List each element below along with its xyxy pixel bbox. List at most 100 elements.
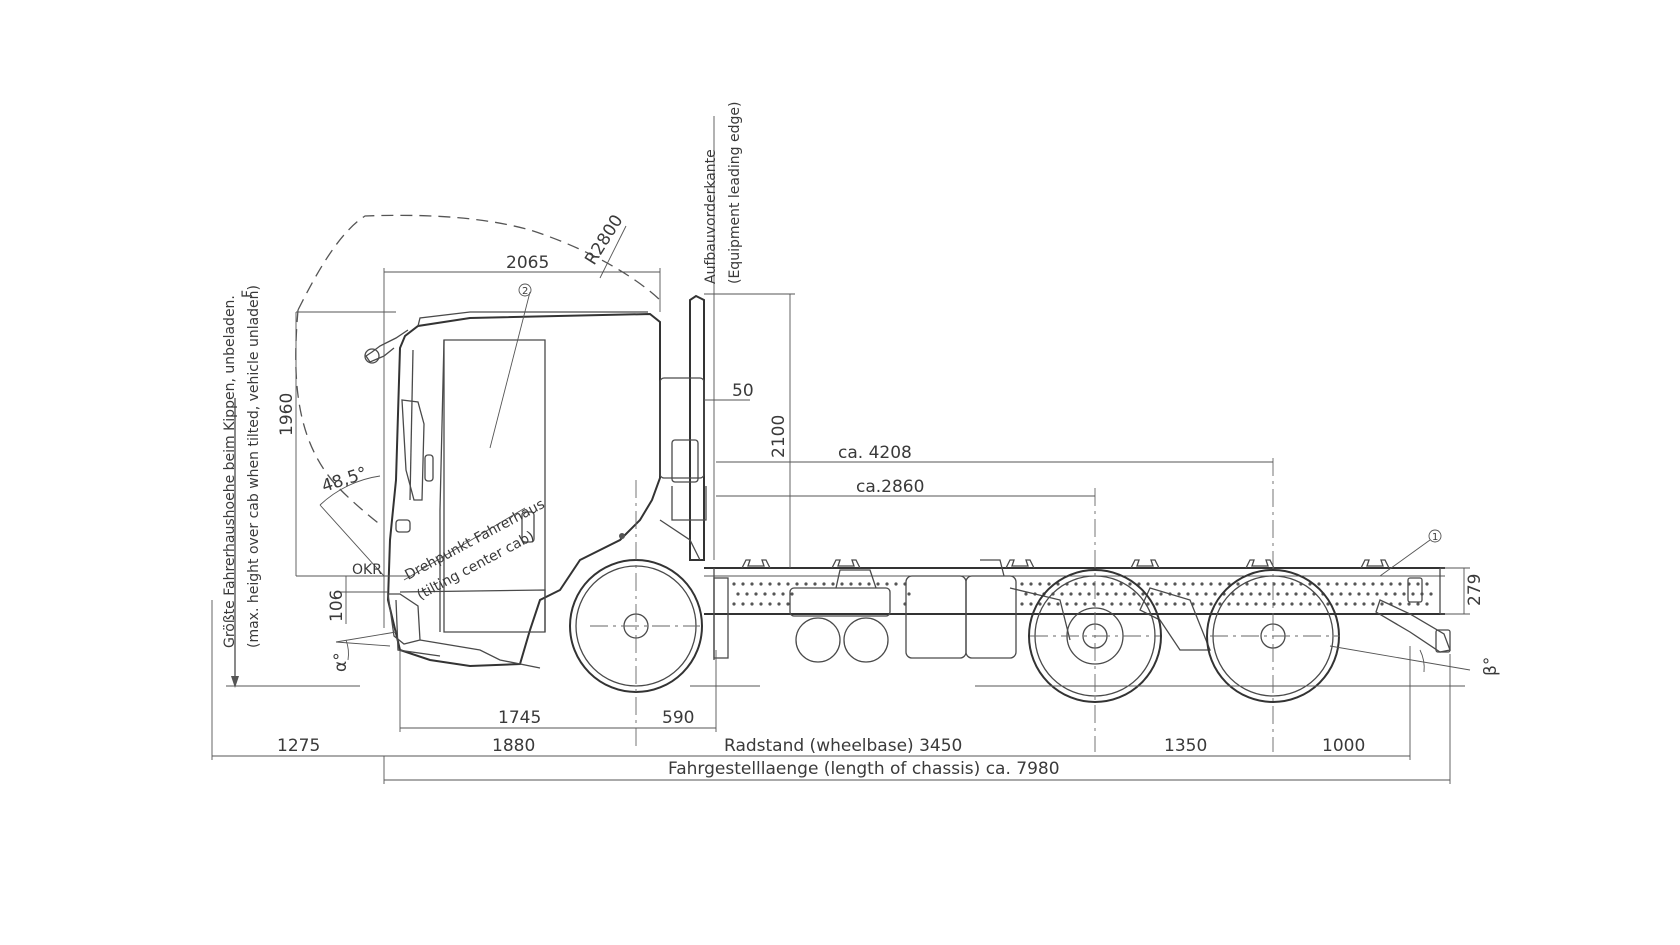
frame-hole: [1155, 582, 1159, 586]
label-equipment-edge-en: (Equipment leading edge): [727, 102, 743, 284]
frame-hole: [750, 602, 754, 606]
frame-hole: [831, 582, 835, 586]
frame-hole: [1308, 582, 1312, 586]
frame-hole: [781, 592, 785, 596]
frame-hole: [768, 602, 772, 606]
frame-hole: [790, 592, 794, 596]
frame-hole: [1254, 602, 1258, 606]
frame-hole: [1065, 602, 1069, 606]
frame-bracket: [1130, 559, 1160, 569]
frame-hole: [1114, 592, 1118, 596]
frame-hole: [759, 602, 763, 606]
frame-hole: [1236, 602, 1240, 606]
frame-hole: [1308, 602, 1312, 606]
frame-hole: [1245, 582, 1249, 586]
frame-hole: [1128, 582, 1132, 586]
frame-hole: [1146, 602, 1150, 606]
cab: [364, 311, 661, 669]
frame-hole: [1200, 602, 1204, 606]
frame-hole: [795, 582, 799, 586]
label-callout-1: 1: [1432, 532, 1438, 543]
frame-hole: [1429, 592, 1433, 596]
label-equipment-edge-de: Aufbauvorderkante: [703, 149, 719, 284]
frame-hole: [1281, 602, 1285, 606]
frame-hole: [1105, 592, 1109, 596]
frame-hole: [1276, 592, 1280, 596]
frame-hole: [1384, 592, 1388, 596]
fuel-tank: [905, 559, 1017, 659]
frame-hole: [1294, 592, 1298, 596]
frame-hole: [1024, 592, 1028, 596]
dimension-labels: 2065 R2800 Aufbauvorderkante (Equipment …: [222, 102, 1501, 779]
ground-lines: [335, 631, 1471, 687]
frame-hole: [1177, 592, 1181, 596]
max-height-dimension: [226, 398, 360, 688]
frame-hole: [1146, 582, 1150, 586]
frame-hole: [1218, 582, 1222, 586]
frame-hole: [1083, 582, 1087, 586]
frame-hole: [1285, 592, 1289, 596]
frame-hole: [1366, 592, 1370, 596]
label-cab-height: 1960: [277, 393, 297, 436]
frame-hole: [1240, 592, 1244, 596]
frame-hole: [772, 592, 776, 596]
frame-hole: [907, 592, 911, 596]
frame-bracket: [1005, 559, 1035, 569]
label-frame-106: 106: [327, 590, 347, 622]
frame-hole: [1335, 582, 1339, 586]
frame-hole: [1038, 582, 1042, 586]
frame-hole: [777, 602, 781, 606]
frame-hole: [1047, 602, 1051, 606]
frame-hole: [1123, 592, 1127, 596]
frame-hole: [1182, 602, 1186, 606]
frame-hole: [759, 582, 763, 586]
frame-hole: [1371, 582, 1375, 586]
frame-hole: [1362, 582, 1366, 586]
frame-hole: [849, 582, 853, 586]
frame-hole: [1344, 602, 1348, 606]
frame-hole: [1290, 582, 1294, 586]
frame-hole: [1038, 602, 1042, 606]
frame-hole: [876, 582, 880, 586]
dimension-lines: [211, 116, 1470, 784]
frame-hole: [777, 582, 781, 586]
frame-brackets: [741, 559, 1390, 569]
frame-hole: [894, 582, 898, 586]
rear-underride-guard: [1375, 577, 1451, 653]
frame-bracket: [1360, 559, 1390, 569]
frame-hole: [1425, 602, 1429, 606]
frame-hole: [1182, 582, 1186, 586]
chassis-frame: [704, 559, 1445, 660]
label-tilt-radius: R2800: [581, 211, 627, 268]
frame-hole: [750, 582, 754, 586]
frame-hole: [1209, 582, 1213, 586]
frame-hole: [1281, 582, 1285, 586]
frame-hole: [1173, 582, 1177, 586]
frame-hole: [1353, 582, 1357, 586]
label-max-height-en: (max. height over cab when tilted, vehic…: [246, 285, 262, 648]
frame-hole: [1164, 582, 1168, 586]
frame-hole: [1398, 602, 1402, 606]
frame-hole: [1128, 602, 1132, 606]
frame-hole: [1155, 602, 1159, 606]
frame-hole: [1303, 592, 1307, 596]
frame-hole: [1326, 582, 1330, 586]
frame-hole: [745, 592, 749, 596]
frame-hole: [1020, 582, 1024, 586]
frame-hole: [1407, 602, 1411, 606]
frame-hole: [768, 582, 772, 586]
frame-hole: [1141, 592, 1145, 596]
label-callout-2: 2: [522, 286, 528, 297]
air-tanks: [789, 569, 891, 663]
frame-hole: [1375, 592, 1379, 596]
label-chassis-length: Fahrgestelllaenge (length of chassis) ca…: [668, 759, 1060, 779]
frame-hole: [1164, 602, 1168, 606]
frame-hole: [858, 582, 862, 586]
frame-hole: [1231, 592, 1235, 596]
frame-hole: [1393, 592, 1397, 596]
label-max-height-de: Größte Fahrerhaushoehe beim Kippen, unbe…: [222, 295, 238, 648]
frame-hole: [1339, 592, 1343, 596]
frame-hole: [741, 582, 745, 586]
frame-hole: [1087, 592, 1091, 596]
